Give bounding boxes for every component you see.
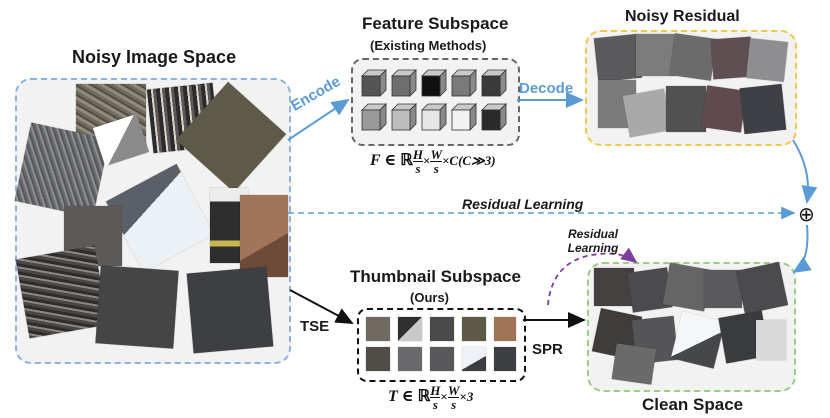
clean-patch-1: [594, 268, 634, 306]
thumb-10: [494, 347, 516, 371]
noisy-image-space-title: Noisy Image Space: [72, 47, 237, 67]
encode-arrow: [287, 98, 350, 141]
formula-f-tail: ×C(C≫3): [442, 153, 496, 169]
clean-space-title: Clean Space: [642, 395, 744, 414]
thumb-8: [430, 347, 454, 371]
purple-residual-arrow: [547, 247, 638, 306]
formula-t-tail: ×3: [459, 389, 474, 405]
formula-t-lhs: T: [388, 388, 398, 406]
thumb-7: [398, 347, 422, 371]
tse-arrow: [289, 289, 354, 324]
thumb-9: [462, 347, 486, 371]
feature-subspace-subtitle: (Existing Methods): [370, 38, 487, 53]
formula-f-space: ℝ: [400, 152, 413, 170]
thumbnail-subspace-subtitle: (Ours): [410, 290, 449, 305]
noisy-residual-title: Noisy Residual: [625, 8, 740, 25]
thumbnail-subspace-title: Thumbnail Subspace: [350, 267, 521, 286]
spr-label: SPR: [532, 341, 563, 358]
oplus-to-clean-arrow: [792, 224, 812, 274]
thumb-6: [366, 347, 390, 371]
feature-subspace-title: Feature Subspace: [362, 14, 509, 33]
residual-learning-label: Residual Learning: [462, 196, 584, 212]
formula-f-den-s1: s: [415, 161, 421, 176]
formula-f-den-s2: s: [433, 161, 439, 176]
thumb-4: [462, 317, 486, 341]
residual-patch-8: [666, 86, 706, 132]
formula-f-lhs: F: [370, 152, 381, 170]
thumb-3: [430, 317, 454, 341]
oplus-symbol: ⊕: [798, 202, 815, 226]
thumb-1: [366, 317, 390, 341]
tse-label: TSE: [300, 318, 330, 335]
residual-to-oplus-arrow: [792, 139, 818, 204]
decode-label: Decode: [519, 80, 574, 97]
formula-f-in: ∈: [384, 152, 397, 170]
thumb-2: [398, 317, 422, 341]
clean-patch-4: [704, 270, 742, 308]
noisy-patch-9: [240, 195, 288, 277]
formula-t-num-w: W: [447, 383, 460, 398]
clean-patch-10: [756, 320, 786, 360]
formula-t-den-s1: s: [432, 397, 438, 412]
formula-t-in: ∈: [401, 388, 414, 406]
purple-residual-learning-label: Residual Learning: [567, 227, 619, 255]
formula-t-num-h: H: [430, 383, 441, 398]
formula-t-space: ℝ: [417, 388, 431, 406]
thumb-5: [494, 317, 516, 341]
feature-block-row-bottom: [361, 103, 507, 131]
formula-f-num-h: H: [412, 147, 424, 162]
feature-block-row-top: [361, 69, 507, 97]
formula-f-num-w: W: [430, 147, 443, 162]
formula-t-den-s2: s: [451, 397, 457, 412]
